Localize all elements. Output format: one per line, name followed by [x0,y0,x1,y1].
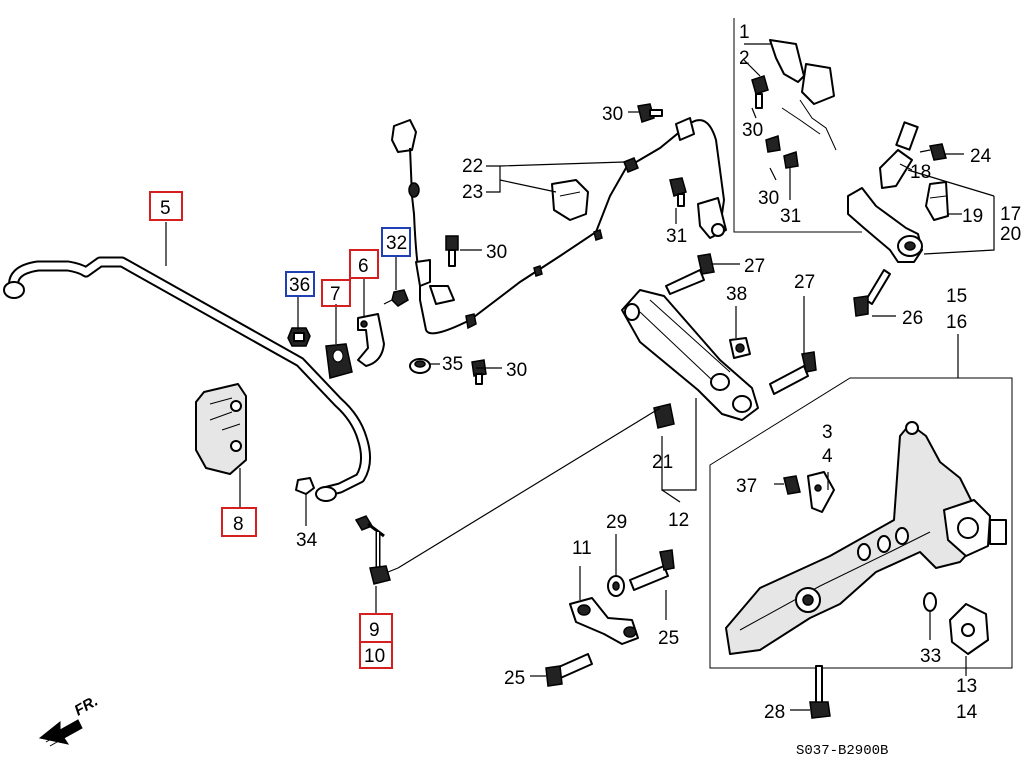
highlight-box-7 [321,279,351,307]
nut-33 [923,592,937,612]
callout-26: 26 [902,308,923,329]
bushing-7 [325,343,353,379]
callout-28: 28 [764,702,785,723]
callout-23: 23 [462,182,483,203]
upper-control-arm [847,187,923,263]
bolt-28 [809,665,831,719]
lower-control-arm [621,289,759,421]
callout-32: 32 [386,233,407,254]
callout-31b: 31 [780,206,801,227]
callout-30a: 30 [602,104,623,125]
bolt-26 [853,269,891,317]
callout-14: 14 [956,702,978,723]
front-marker-label: FR. [72,693,101,720]
trailing-arm [725,421,1007,655]
callout-19: 19 [962,206,983,227]
callout-15: 15 [946,286,967,307]
callout-12: 12 [668,510,689,531]
bolt-30-top [637,103,663,123]
callout-37: 37 [736,476,757,497]
sensor-bracket-panel-frame [733,18,862,233]
front-direction-arrow: FR. [38,693,101,747]
callout-36: 36 [289,275,310,296]
callout-30c: 30 [506,360,527,381]
grommet-35 [409,358,431,374]
highlight-box-6 [349,249,379,279]
bolt-27-upper [665,253,715,295]
callout-10: 10 [364,646,385,667]
dust-cover-13-14 [949,603,989,655]
bolt-30-middle [445,235,459,267]
callout-25b: 25 [504,668,525,689]
callout-25a: 25 [658,628,679,649]
bushing-38 [729,337,751,359]
highlight-box-8 [221,507,257,537]
callout-30b: 30 [486,242,507,263]
callout-3: 3 [822,422,833,443]
callout-17: 17 [1000,204,1021,225]
bushing-19 [925,181,949,221]
callout-6: 6 [358,256,369,277]
stabilizer-link [354,515,399,585]
callout-33: 33 [920,646,941,667]
callout-4: 4 [822,446,833,467]
leader-lines [165,43,995,711]
bolt-37 [774,475,801,495]
holder-6 [357,313,385,367]
callout-8: 8 [233,514,244,535]
callout-27b: 27 [794,272,815,293]
sensor-bracket [751,39,837,169]
callout-22: 22 [462,156,483,177]
highlight-boxes [149,191,411,669]
diagram-code: S037-B2900B [796,743,888,759]
stabilizer-bracket [195,383,247,475]
bolt-32 [383,289,409,307]
bolt-31-upper [669,177,687,207]
callout-35: 35 [442,354,463,375]
bracket-3-4 [807,471,835,513]
callout-24: 24 [970,146,992,167]
callout-18: 18 [910,162,931,183]
callout-29: 29 [606,512,627,533]
callout-20: 20 [1000,224,1021,245]
callout-1: 1 [739,22,750,43]
callout-34: 34 [296,530,318,551]
callout-11: 11 [572,538,592,559]
stabilizer-bar [3,256,371,502]
callout-16: 16 [946,312,967,333]
callout-30d: 30 [742,120,763,141]
bolt-27-lower [769,351,817,395]
nut-34 [295,477,315,495]
harness-clamp [551,179,589,221]
callout-5: 5 [160,198,171,219]
highlight-box-10 [359,641,393,669]
callout-13: 13 [956,676,977,697]
highlight-box-32 [381,227,411,257]
callout-27a: 27 [744,256,765,277]
bolt-24 [919,143,947,161]
callout-9: 9 [369,620,380,641]
nut-36 [287,327,311,347]
callout-2: 2 [739,48,750,69]
compensator-arm [569,597,639,645]
callout-30e: 30 [758,188,779,209]
callout-31a: 31 [666,226,687,247]
bushing-18 [879,121,919,189]
callout-38: 38 [726,284,747,305]
bolt-30-lower [471,359,487,385]
washer-29 [607,575,625,597]
bolt-25-upper [629,549,675,591]
trailing-arm-panel-frame [709,377,1013,669]
bolt-25-lower [545,653,593,687]
sensor-wire-harness [391,117,727,335]
callout-numbers: 1 2 3 4 5 6 7 8 9 10 11 12 13 14 15 16 1… [160,22,1021,723]
bushing-21 [653,403,675,429]
callout-21: 21 [652,452,673,473]
highlight-box-5 [149,191,183,221]
callout-7: 7 [330,284,341,305]
highlight-box-36 [285,271,315,297]
